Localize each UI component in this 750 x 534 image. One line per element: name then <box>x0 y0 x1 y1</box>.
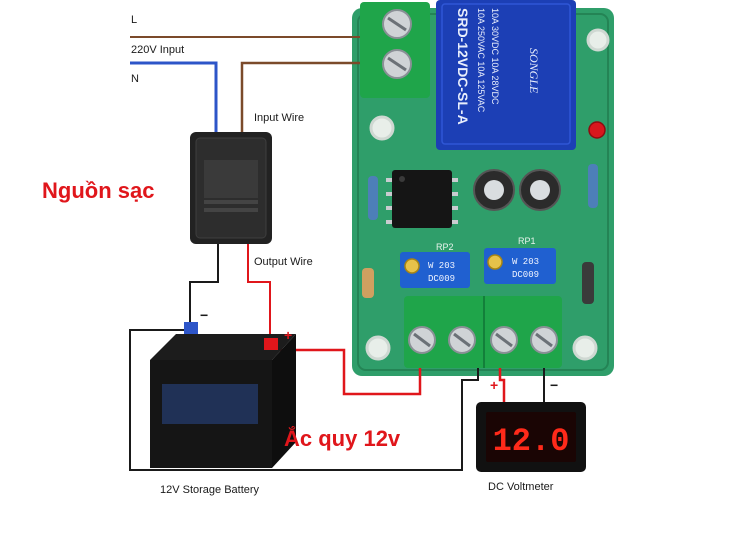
pot-adjust-screw <box>404 258 420 274</box>
voltmeter-minus-sign: − <box>550 377 558 393</box>
line-label: L <box>131 14 138 26</box>
ic-chip <box>392 170 452 228</box>
relay-rating-text-2: 10A 30VDC 10A 28VDC <box>490 8 500 105</box>
pot-adjust-screw <box>487 254 503 270</box>
mounting-hole <box>572 335 598 361</box>
charger-plus-sign: + <box>284 327 292 343</box>
pot-text-b: DC009 <box>428 274 455 284</box>
charger-label-plate <box>204 160 258 198</box>
charger-positive-wire <box>247 244 271 342</box>
diode <box>362 268 374 298</box>
pot-text-a: W 203 <box>428 261 455 271</box>
pot-text-b: DC009 <box>512 270 539 280</box>
input-wire-label: Input Wire <box>254 112 305 124</box>
input-220v-label: 220V Input <box>131 44 185 56</box>
voltmeter-caption: DC Voltmeter <box>488 481 554 493</box>
voltmeter-display <box>486 412 576 462</box>
ic-pin <box>386 192 392 196</box>
ic-pin <box>452 192 458 196</box>
ic-notch <box>399 176 405 182</box>
battery-negative-to-board <box>129 329 479 471</box>
resistor <box>368 176 378 220</box>
voltmeter-plus-sign: + <box>490 377 498 393</box>
screw-slot <box>413 332 431 348</box>
mounting-hole <box>369 115 395 141</box>
neutral-label: N <box>131 73 139 85</box>
battery-title: Ắc quy 12v <box>284 426 401 451</box>
capacitor-top <box>484 180 504 200</box>
charger-vent <box>204 200 258 204</box>
diode <box>582 262 594 304</box>
ic-pin <box>386 206 392 210</box>
output-wire-label: Output Wire <box>254 256 313 268</box>
ic-pin <box>386 220 392 224</box>
input-wire <box>240 61 360 134</box>
charger-minus-sign: − <box>200 307 208 323</box>
potentiometer-rp1 <box>484 248 556 284</box>
relay-rating-text-1: 10A 250VAC 10A 125VAC <box>476 8 486 113</box>
relay-outline <box>441 3 571 145</box>
battery-negative-terminal <box>184 322 198 334</box>
charger-negative-wire <box>189 244 219 322</box>
battery-top <box>150 334 296 360</box>
voltmeter-reading: 12.0 <box>493 423 570 460</box>
resistor <box>588 164 598 208</box>
neutral-wire <box>130 61 218 134</box>
battery-positive-terminal <box>264 338 278 350</box>
battery-side <box>272 334 296 468</box>
rp1-label: RP1 <box>518 236 536 246</box>
ic-pin <box>452 206 458 210</box>
ic-pin <box>452 178 458 182</box>
screw-slot <box>387 56 407 72</box>
battery-positive-to-board <box>280 348 422 396</box>
ic-pin <box>452 220 458 224</box>
relay-brand-text: SONGLE <box>527 48 541 94</box>
rp2-label: RP2 <box>436 242 454 252</box>
screw-slot <box>535 332 553 348</box>
led-indicator <box>588 121 606 139</box>
relay-body <box>436 0 576 150</box>
screw-slot <box>453 332 471 348</box>
charger-vent <box>204 208 258 212</box>
voltmeter-positive-wire <box>498 368 506 402</box>
relay-model-text: SRD-12VDC-SL-A <box>455 8 471 125</box>
screw-slot <box>495 332 513 348</box>
battery-label <box>162 384 258 424</box>
capacitor-top <box>530 180 550 200</box>
screw-slot <box>387 16 407 32</box>
mounting-hole <box>586 28 610 52</box>
pot-text-a: W 203 <box>512 257 539 267</box>
ic-pin <box>386 178 392 182</box>
mounting-hole <box>365 335 391 361</box>
charger-title: Nguồn sạc <box>42 178 155 203</box>
battery-caption: 12V Storage Battery <box>160 484 260 496</box>
